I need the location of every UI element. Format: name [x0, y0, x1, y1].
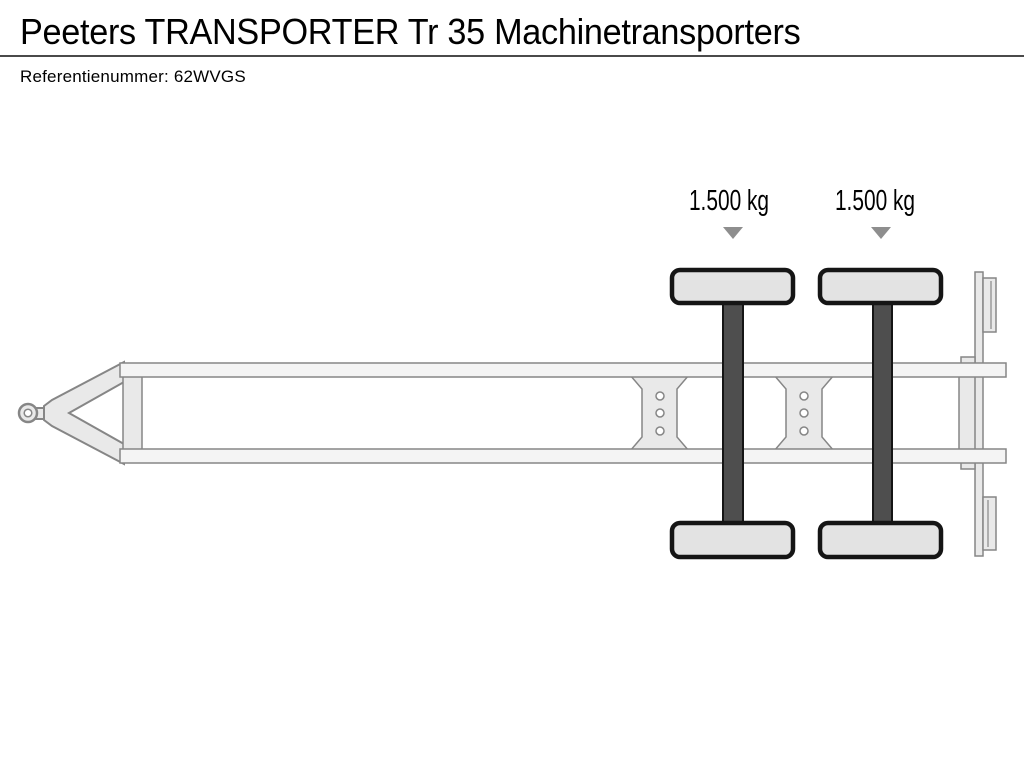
crossmember-2-hole: [799, 426, 809, 436]
rear-bumper-bar: [974, 271, 984, 557]
header-divider: [0, 55, 1024, 57]
crossmember-1-hole: [655, 408, 665, 418]
axle-load-label-2: 1.500 kg: [834, 185, 916, 217]
drawbar-a-frame: [43, 360, 125, 466]
axle-1: [722, 289, 744, 536]
chassis-rail-bottom: [119, 448, 1007, 464]
wheel-axle2-bottom: [817, 520, 944, 560]
tow-ring-hole: [23, 408, 33, 418]
crossmember-1-hole: [655, 391, 665, 401]
crossmember-2-hole: [799, 408, 809, 418]
rear-lamp-top: [982, 277, 997, 333]
wheel-axle1-top: [669, 267, 796, 306]
page-title: Peeters TRANSPORTER Tr 35 Machinetranspo…: [20, 11, 801, 52]
rear-lamp-bottom: [982, 496, 997, 551]
chassis-rail-top: [119, 362, 1007, 378]
reference-number: Referentienummer: 62WVGS: [20, 67, 246, 86]
axle-load-label-1: 1.500 kg: [688, 185, 770, 217]
front-crossmember: [122, 373, 143, 453]
crossmember-2-hole: [799, 391, 809, 401]
wheel-axle2-top: [817, 267, 944, 306]
axle-load-arrow-1: [723, 227, 743, 239]
wheel-axle1-bottom: [669, 520, 796, 560]
crossmember-1-hole: [655, 426, 665, 436]
axle-load-arrow-2: [871, 227, 891, 239]
axle-2: [872, 289, 893, 536]
